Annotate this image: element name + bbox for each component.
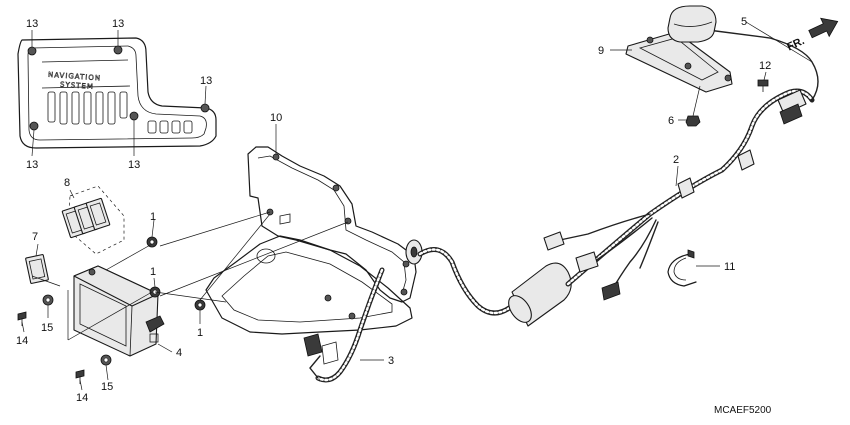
callout-13: 13 bbox=[26, 18, 38, 30]
callout-13: 13 bbox=[200, 75, 212, 87]
callout-4: 4 bbox=[176, 347, 182, 359]
single-pad bbox=[25, 254, 49, 284]
callout-2: 2 bbox=[673, 154, 679, 166]
lower-tray bbox=[205, 235, 413, 335]
harness-3 bbox=[303, 267, 385, 383]
cover-ribs bbox=[47, 91, 193, 134]
emblem-text-line2: SYSTEM bbox=[60, 81, 94, 91]
diagram-code: MCAEF5200 bbox=[714, 405, 772, 416]
mounting-bracket bbox=[247, 146, 417, 303]
callout-12: 12 bbox=[759, 60, 771, 72]
callout-7: 7 bbox=[32, 231, 38, 243]
gps-antenna bbox=[667, 5, 717, 43]
nut-6 bbox=[685, 85, 701, 127]
callout-14: 14 bbox=[76, 392, 88, 404]
harness-clip bbox=[667, 249, 697, 287]
emblem-text-line1: NAVIGATION bbox=[48, 71, 102, 83]
screws bbox=[17, 311, 85, 384]
callout-1: 1 bbox=[197, 327, 203, 339]
callout-11: 11 bbox=[724, 261, 735, 273]
front-direction-label: FR. bbox=[785, 35, 806, 53]
callout-15: 15 bbox=[41, 322, 53, 334]
front-direction-arrow bbox=[808, 17, 839, 39]
callout-13: 13 bbox=[128, 159, 140, 171]
callout-14: 14 bbox=[16, 335, 28, 347]
callout-13: 13 bbox=[112, 18, 124, 30]
callout-9: 9 bbox=[598, 45, 604, 57]
callout-15: 15 bbox=[101, 381, 113, 393]
navigation-unit bbox=[73, 265, 165, 357]
callout-3: 3 bbox=[388, 355, 394, 367]
callout-8: 8 bbox=[64, 177, 70, 189]
callouts: 13 13 13 13 13 10 8 7 1 1 1 15 15 14 14 … bbox=[16, 16, 771, 404]
callout-6: 6 bbox=[668, 115, 674, 127]
callout-13: 13 bbox=[26, 159, 38, 171]
callout-5: 5 bbox=[741, 16, 747, 28]
leader-lines bbox=[21, 21, 813, 391]
harness-2 bbox=[405, 29, 819, 327]
navigation-cover: NAVIGATION SYSTEM bbox=[17, 37, 217, 149]
callout-1: 1 bbox=[150, 266, 156, 278]
bolt-12 bbox=[757, 79, 769, 92]
pad-set bbox=[61, 185, 125, 255]
callout-1: 1 bbox=[150, 211, 156, 223]
callout-10: 10 bbox=[270, 112, 282, 124]
